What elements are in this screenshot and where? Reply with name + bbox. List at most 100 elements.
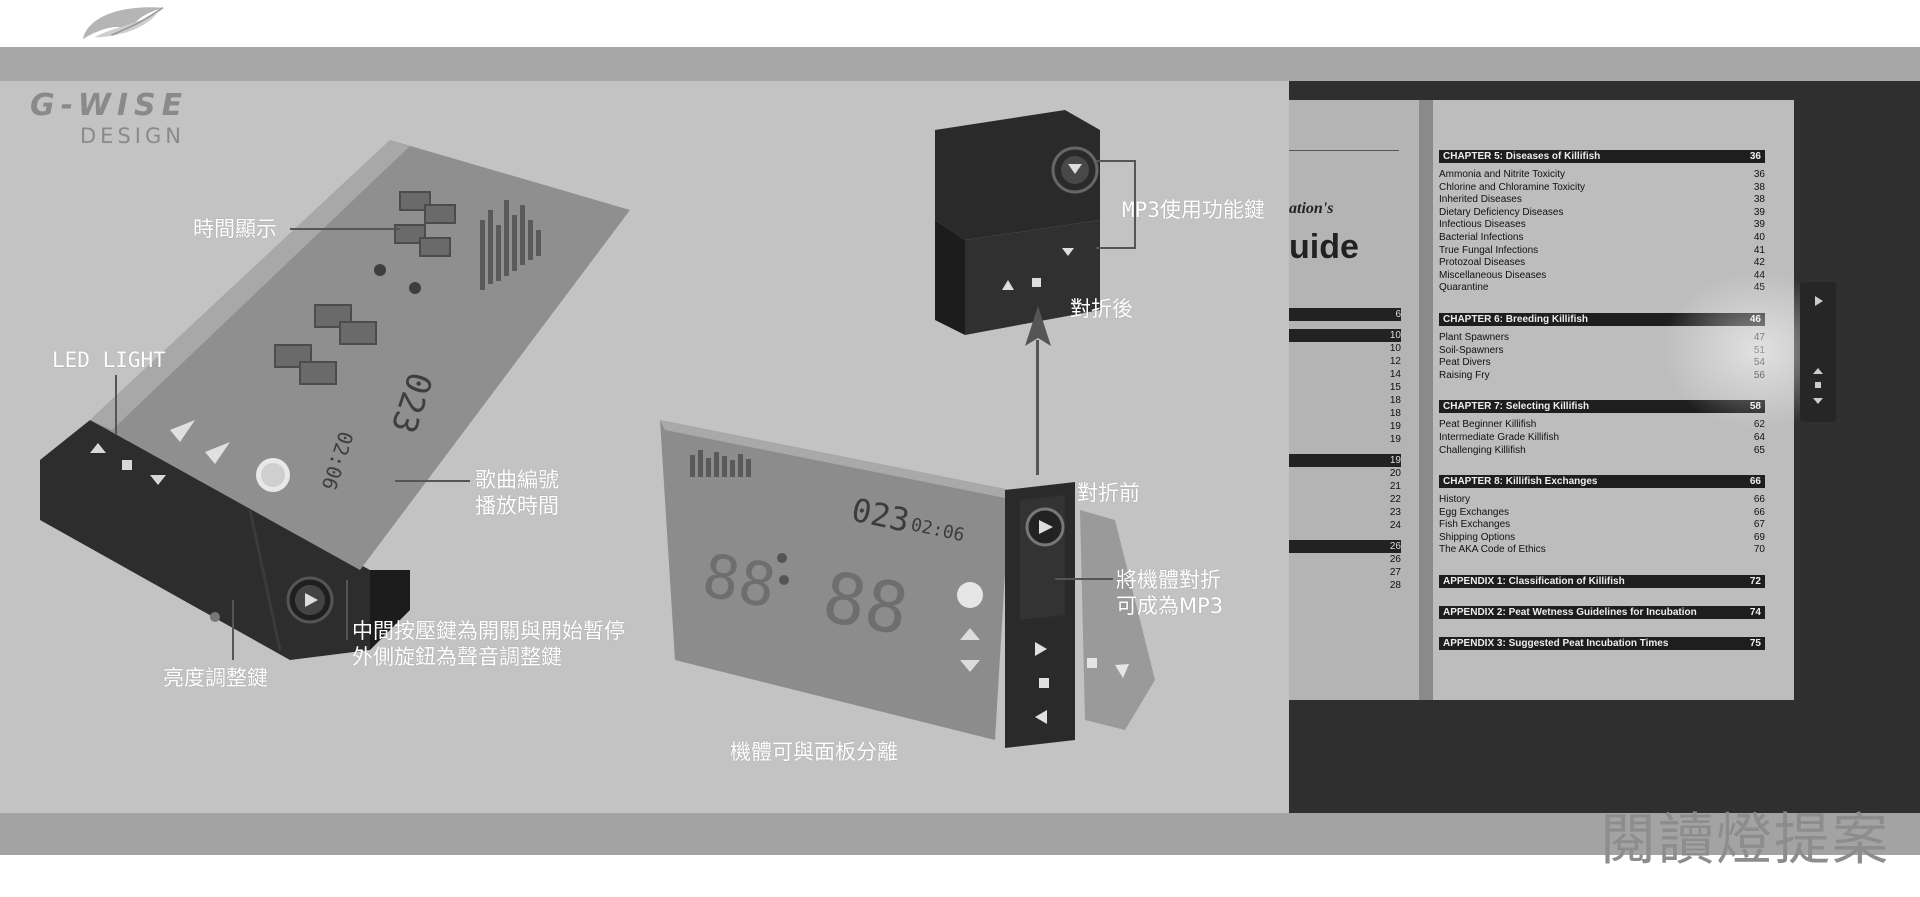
alarm-clock-icon	[256, 458, 290, 492]
toc-entry: Chlorine and Chloramine Toxicity 38	[1439, 182, 1765, 195]
left-page-number: 10	[1389, 343, 1401, 354]
toc-entry: Ammonia and Nitrite Toxicity 36	[1439, 169, 1765, 182]
leader-line	[290, 228, 400, 230]
toc-entry-page: 64	[1753, 431, 1765, 443]
toc-entry-page: 41	[1753, 244, 1765, 256]
left-page-number: 15	[1389, 382, 1401, 393]
chapter-heading-title: APPENDIX 2: Peat Wetness Guidelines for …	[1443, 607, 1697, 619]
toc-entry-title: Inherited Diseases	[1439, 194, 1522, 206]
chapter-heading-page: 75	[1749, 638, 1761, 650]
bottom-band	[0, 813, 1920, 855]
toc-entry-title: Bacterial Infections	[1439, 231, 1524, 243]
label-after-fold: 對折後	[1070, 297, 1133, 321]
chapter-heading: APPENDIX 2: Peat Wetness Guidelines for …	[1439, 606, 1765, 620]
chapter-heading-title: CHAPTER 5: Diseases of Killifish	[1443, 151, 1601, 162]
left-page-number: 23	[1389, 507, 1401, 518]
chapter-heading-title: APPENDIX 1: Classification of Killifish	[1443, 576, 1625, 588]
leader-line	[1134, 160, 1136, 248]
chapter-heading-title: CHAPTER 6: Breeding Killifish	[1443, 313, 1589, 325]
panel-hour-digits: 88	[697, 541, 780, 622]
toc-entry: True Fungal Infections 41	[1439, 245, 1765, 258]
chapter-heading: APPENDIX 3: Suggested Peat Incubation Ti…	[1439, 637, 1765, 651]
toc-entry: History 66	[1439, 494, 1765, 507]
toc-entry-page: 42	[1753, 257, 1765, 269]
toc-entry: Egg Exchanges 66	[1439, 507, 1765, 520]
left-page-number: 19	[1389, 434, 1401, 445]
toc-entry-page: 66	[1753, 506, 1765, 518]
toc-entry-title: Dietary Deficiency Diseases	[1439, 206, 1564, 218]
toc-entry-title: Chlorine and Chloramine Toxicity	[1439, 181, 1585, 193]
left-page-number: 26	[1289, 540, 1401, 553]
toc-entry-page: 39	[1753, 219, 1765, 231]
toc-entry-title: Ammonia and Nitrite Toxicity	[1439, 169, 1565, 180]
leader-line	[346, 580, 348, 640]
toc-entry-title: Egg Exchanges	[1439, 506, 1510, 518]
label-before-fold: 對折前	[1077, 481, 1140, 505]
panel-minute-digits: 88	[817, 556, 914, 651]
left-page-number: 26	[1389, 554, 1401, 565]
chapter-heading-page: 36	[1749, 151, 1761, 162]
toc-entry: Intermediate Grade Killifish 64	[1439, 432, 1765, 445]
toc-entry-title: Raising Fry	[1439, 369, 1490, 381]
lamp-device-illustration: 023 02:06	[40, 140, 630, 660]
toc-entry-page: 36	[1753, 169, 1765, 180]
fold-arrow-line	[1036, 340, 1039, 475]
chapter-heading-page: 74	[1749, 607, 1761, 619]
book-title-fragment: ation's	[1289, 200, 1334, 217]
page-rule	[1289, 150, 1399, 151]
logo-sub: DESIGN	[80, 124, 185, 148]
chapter-heading-page: 66	[1749, 476, 1761, 488]
left-page-number: 19	[1389, 421, 1401, 432]
clip-lamp-device	[1800, 282, 1836, 422]
toc-entry-title: Intermediate Grade Killifish	[1439, 431, 1560, 443]
lamp-glow	[1660, 270, 1800, 430]
leader-line	[232, 600, 234, 660]
top-band	[0, 47, 1920, 81]
leaf-logo-icon	[82, 7, 164, 40]
toc-entry-title: Protozoal Diseases	[1439, 257, 1526, 269]
left-page-number: 21	[1389, 481, 1401, 492]
toc-entry-title: Challenging Killifish	[1439, 444, 1526, 456]
label-song-number: 歌曲編號	[475, 468, 559, 492]
book-spine	[1419, 100, 1433, 700]
label-time-display: 時間顯示	[193, 217, 277, 241]
toc-entry-page: 67	[1753, 519, 1765, 531]
toc-entry-title: Peat Beginner Killifish	[1439, 419, 1537, 431]
toc-entry-title: Plant Spawners	[1439, 331, 1510, 343]
toc-entry-title: History	[1439, 494, 1471, 506]
toc-entry: Shipping Options 69	[1439, 532, 1765, 545]
toc-entry-title: True Fungal Infections	[1439, 244, 1539, 256]
up-arrow-icon	[1025, 306, 1051, 346]
leader-line	[115, 375, 117, 435]
proposal-title: 閱讀燈提案	[1600, 808, 1890, 873]
left-page-number: 6	[1289, 308, 1401, 321]
chapter-heading-title: APPENDIX 3: Suggested Peat Incubation Ti…	[1443, 638, 1669, 650]
toc-entry-title: Shipping Options	[1439, 531, 1516, 543]
leader-line	[1055, 578, 1113, 580]
label-fold-instruction: 將機體對折	[1116, 568, 1221, 592]
leader-line	[395, 480, 470, 482]
left-page-number: 20	[1389, 468, 1401, 479]
label-outer-knob: 外側旋鈕為聲音調整鍵	[352, 645, 562, 669]
toc-entry-page: 66	[1753, 494, 1765, 506]
logo-brand: G-WISE	[30, 88, 189, 123]
folded-mp3-illustration	[935, 110, 1100, 335]
chapter-heading-title: CHAPTER 7: Selecting Killifish	[1443, 401, 1590, 413]
label-led-light: LED LIGHT	[52, 348, 166, 372]
toc-entry-page: 38	[1753, 181, 1765, 193]
chapter-heading: CHAPTER 5: Diseases of Killifish 36	[1439, 150, 1765, 163]
left-page-number: 28	[1389, 580, 1401, 591]
toc-entry-page: 69	[1753, 531, 1765, 543]
leader-line	[1096, 247, 1136, 249]
left-page-number: 19	[1289, 454, 1401, 467]
left-page-number: 10	[1289, 329, 1401, 342]
toc-entry-title: Quarantine	[1439, 282, 1489, 294]
label-mp3-keys: MP3使用功能鍵	[1122, 198, 1265, 222]
